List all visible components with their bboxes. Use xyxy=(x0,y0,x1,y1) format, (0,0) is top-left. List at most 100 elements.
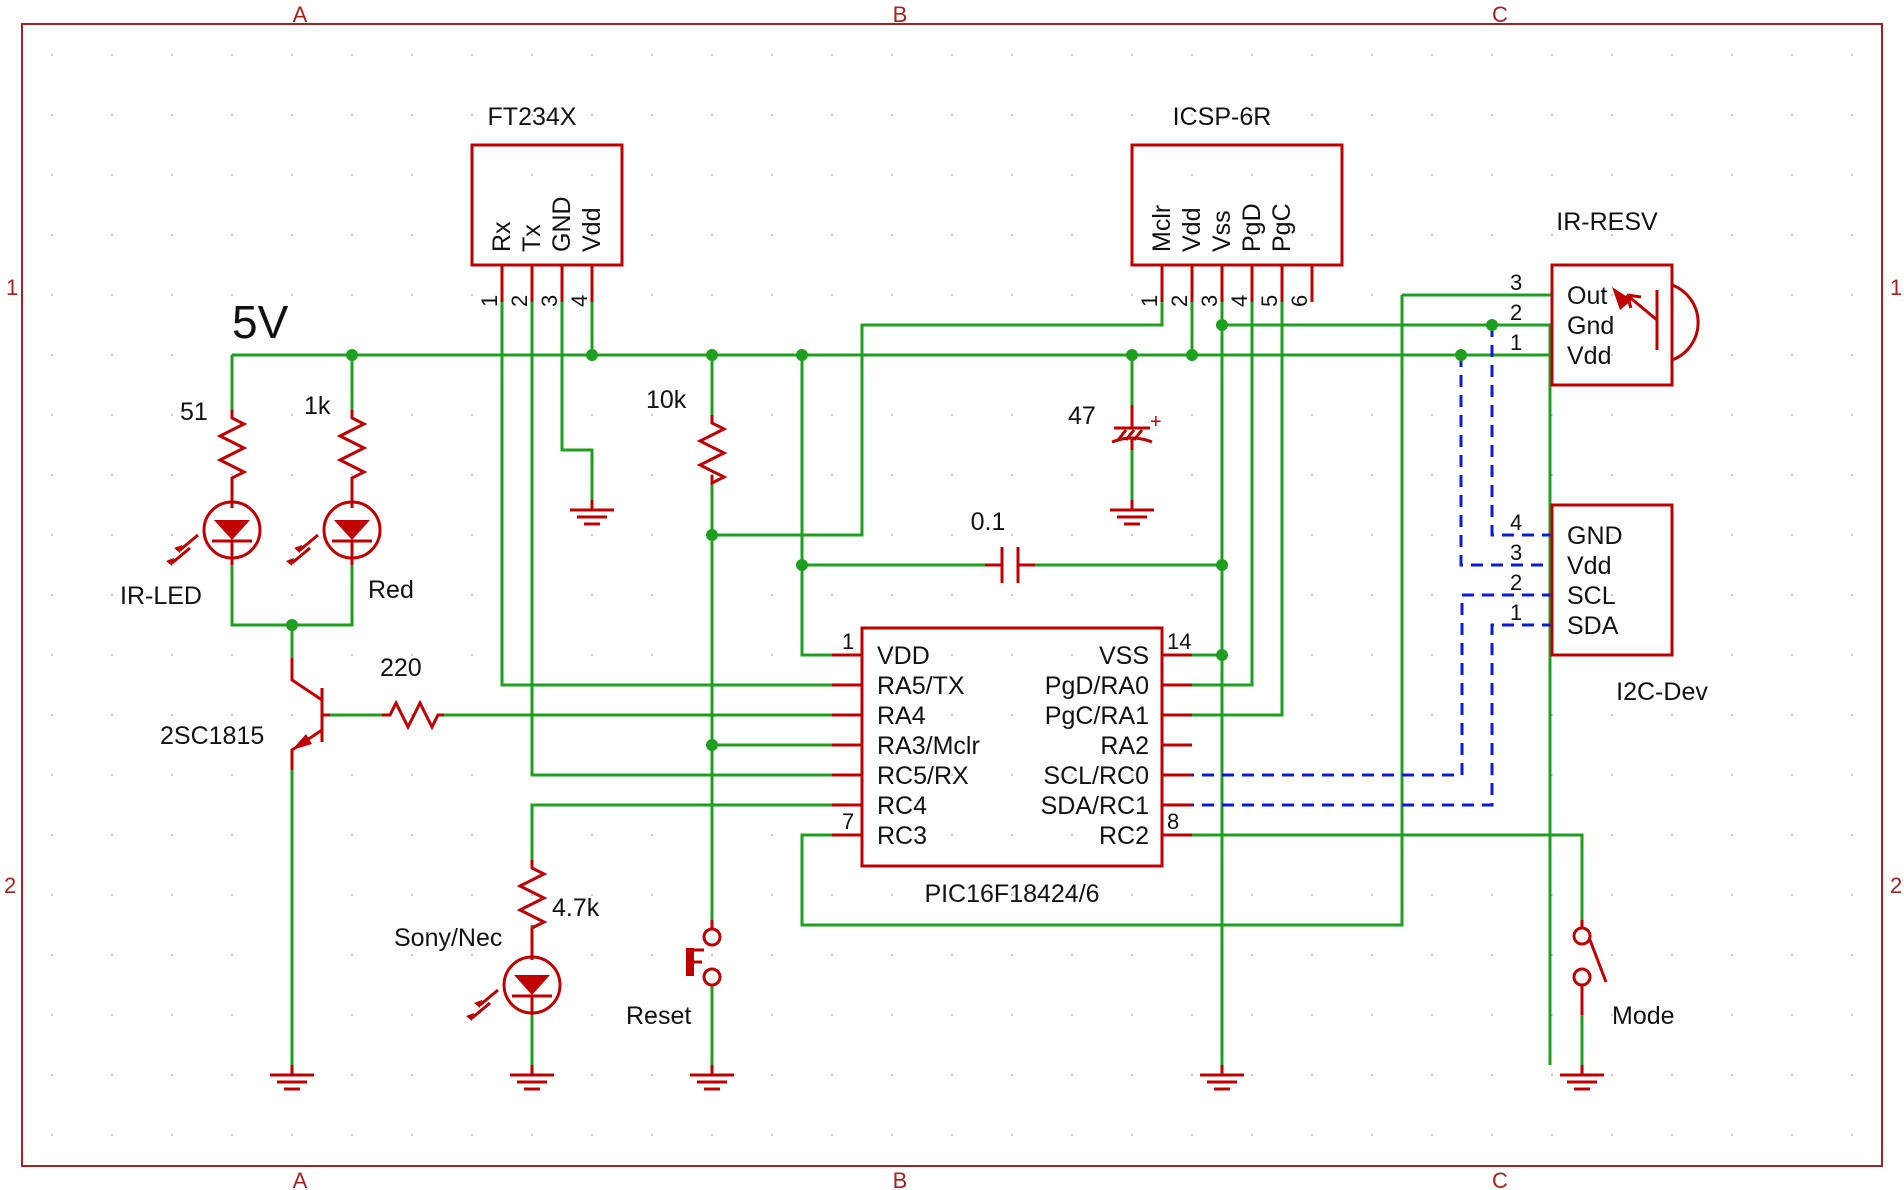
ground-mode xyxy=(1560,1065,1604,1091)
mcu-pin-rc4: RC4 xyxy=(877,792,927,820)
resistor-10k[interactable]: 10k xyxy=(646,386,728,486)
switch-mode[interactable]: Mode xyxy=(1572,920,1675,1030)
resistor-51[interactable]: 51 xyxy=(180,398,248,485)
capacitor-47uf[interactable]: 47 + xyxy=(1068,402,1162,450)
frame-col-c-top: C xyxy=(1492,2,1508,27)
icsp-pin-vss: Vss xyxy=(1208,210,1236,252)
capacitor-47-plus: + xyxy=(1150,411,1162,433)
icsp-pinnum-3: 3 xyxy=(1197,295,1222,307)
ground-reset xyxy=(690,1065,734,1091)
i2c-dev-title: I2C-Dev xyxy=(1616,678,1708,706)
frame-row-2-right: 2 xyxy=(1890,873,1902,898)
led-ir[interactable]: IR-LED xyxy=(120,485,262,610)
ir-resv-pinnum-2: 2 xyxy=(1510,300,1522,325)
i2c-dev-pinnum-1: 1 xyxy=(1510,600,1522,625)
mcu-pin-sda-rc1: SDA/RC1 xyxy=(1041,792,1149,820)
led-ir-label: IR-LED xyxy=(120,582,202,610)
icsp-pinnum-2: 2 xyxy=(1167,295,1192,307)
ground-symbols xyxy=(270,500,1604,1091)
frame-col-b-bottom: B xyxy=(893,1168,908,1190)
mcu-pin-ra4: RA4 xyxy=(877,702,926,730)
led-sony-nec-label: Sony/Nec xyxy=(394,924,502,952)
resistor-1k[interactable]: 1k xyxy=(304,392,368,485)
led-sony-nec[interactable]: Sony/Nec xyxy=(394,924,562,1021)
ft234x-pin-rx: Rx xyxy=(488,221,516,252)
mcu-pin-rc5-rx: RC5/RX xyxy=(877,762,969,790)
ir-resv-pin-vdd: Vdd xyxy=(1567,342,1611,370)
wires xyxy=(230,293,1584,1070)
ir-resv-pinnum-1: 1 xyxy=(1510,330,1522,355)
frame-col-a-top: A xyxy=(293,2,308,27)
ir-resv-title: IR-RESV xyxy=(1556,208,1658,236)
icsp-pinnum-4: 4 xyxy=(1227,295,1252,307)
frame-col-c-bottom: C xyxy=(1492,1168,1508,1190)
icsp-pinnum-5: 5 xyxy=(1257,295,1282,307)
resistor-51-label: 51 xyxy=(180,398,208,426)
mcu-pin-pgc-ra1: PgC/RA1 xyxy=(1045,702,1149,730)
ir-receiver[interactable]: IR-RESV Out Gnd Vdd 3 2 1 xyxy=(1510,208,1700,387)
mcu-title: PIC16F18424/6 xyxy=(924,880,1099,908)
drawing-frame: A B C A B C 1 2 1 2 xyxy=(4,2,1902,1190)
i2c-dev-pinnum-3: 3 xyxy=(1510,540,1522,565)
i2c-dev-pin-sda: SDA xyxy=(1567,612,1619,640)
frame-row-1-right: 1 xyxy=(1890,275,1902,300)
ft234x-pin-vdd: Vdd xyxy=(578,208,606,252)
ground-47uf xyxy=(1110,500,1154,526)
ft234x-module[interactable]: FT234X Rx Tx GND Vdd 1 2 3 4 xyxy=(470,103,624,307)
capacitor-0-1uf[interactable]: 0.1 xyxy=(971,508,1035,583)
ft234x-pinnum-1: 1 xyxy=(477,295,502,307)
ground-vss xyxy=(1200,1065,1244,1091)
ft234x-pin-gnd: GND xyxy=(548,196,576,252)
mcu-pinnum-7: 7 xyxy=(842,809,854,834)
mcu-pinnum-14: 14 xyxy=(1167,629,1191,654)
mcu-pin-pgd-ra0: PgD/RA0 xyxy=(1045,672,1149,700)
switch-mode-label: Mode xyxy=(1612,1002,1675,1030)
mcu-pinnum-1: 1 xyxy=(842,629,854,654)
icsp-pin-pgd: PgD xyxy=(1238,203,1266,252)
icsp-pin-vdd: Vdd xyxy=(1178,208,1206,252)
capacitor-47-label: 47 xyxy=(1068,402,1096,430)
mcu-pin-ra2: RA2 xyxy=(1100,732,1149,760)
junction-dots xyxy=(286,319,1498,751)
ft234x-pinnum-3: 3 xyxy=(537,295,562,307)
frame-col-b-top: B xyxy=(893,2,908,27)
supply-label-5v: 5V xyxy=(232,296,289,348)
ground-ft234x xyxy=(570,500,614,526)
transistor-2sc1815[interactable]: 2SC1815 xyxy=(160,658,330,770)
ft234x-title: FT234X xyxy=(488,103,577,131)
ft234x-pinnum-2: 2 xyxy=(507,295,532,307)
frame-row-1-left: 1 xyxy=(6,275,18,300)
capacitor-0-1-label: 0.1 xyxy=(971,508,1006,536)
led-red[interactable]: Red xyxy=(286,485,414,604)
frame-row-2-left: 2 xyxy=(4,873,16,898)
ft234x-pinnum-4: 4 xyxy=(567,295,592,307)
ft234x-pin-tx: Tx xyxy=(518,224,546,252)
resistor-4-7k-label: 4.7k xyxy=(552,894,600,922)
resistor-4-7k[interactable]: 4.7k xyxy=(516,860,600,930)
led-red-label: Red xyxy=(368,576,414,604)
resistor-220[interactable]: 220 xyxy=(380,654,444,731)
i2c-dev-pin-scl: SCL xyxy=(1567,582,1616,610)
switch-reset[interactable]: Reset xyxy=(626,920,722,1030)
i2c-device[interactable]: I2C-Dev GND Vdd SCL SDA 4 3 2 1 xyxy=(1510,503,1708,706)
i2c-dev-pinnum-2: 2 xyxy=(1510,570,1522,595)
mcu-pin-rc2: RC2 xyxy=(1099,822,1149,850)
i2c-bus-wires xyxy=(1162,325,1552,807)
icsp-pin-mclr: Mclr xyxy=(1148,205,1176,252)
resistor-1k-label: 1k xyxy=(304,392,331,420)
resistor-10k-label: 10k xyxy=(646,386,687,414)
icsp-header[interactable]: ICSP-6R Mclr Vdd Vss PgD PgC 1 2 3 4 5 6 xyxy=(1130,103,1344,307)
i2c-dev-pin-vdd: Vdd xyxy=(1567,552,1611,580)
mcu-pin-ra5-tx: RA5/TX xyxy=(877,672,965,700)
transistor-label: 2SC1815 xyxy=(160,722,264,750)
ir-resv-pinnum-3: 3 xyxy=(1510,270,1522,295)
mcu-pin-ra3-mclr: RA3/Mclr xyxy=(877,732,980,760)
icsp-title: ICSP-6R xyxy=(1173,103,1272,131)
mcu-pic16f18424[interactable]: PIC16F18424/6 VDD RA5/TX RA4 RA3/Mclr RC… xyxy=(832,626,1192,908)
icsp-pin-pgc: PgC xyxy=(1268,203,1296,252)
resistor-220-label: 220 xyxy=(380,654,422,682)
icsp-pinnum-1: 1 xyxy=(1137,295,1162,307)
i2c-dev-pin-gnd: GND xyxy=(1567,522,1623,550)
mcu-pin-rc3: RC3 xyxy=(877,822,927,850)
